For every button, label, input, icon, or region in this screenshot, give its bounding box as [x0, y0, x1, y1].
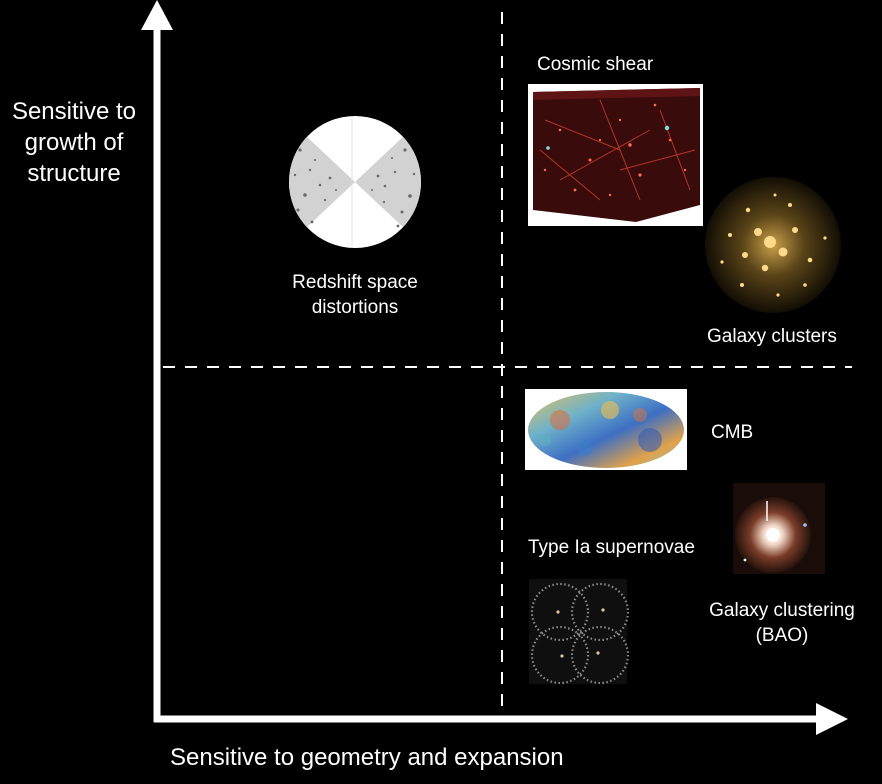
- x-axis-arrowhead: [816, 703, 848, 735]
- galaxy-cluster-icon: [705, 177, 841, 313]
- rsd-label-line-2: distortions: [255, 295, 455, 320]
- cosmic-web-box-icon: [528, 84, 703, 226]
- bao-rings-icon: [529, 579, 628, 684]
- y-axis-label-line-2: growth of: [0, 127, 148, 158]
- rsd-wedge-icon: [289, 116, 421, 248]
- y-axis-label-line-1: Sensitive to: [0, 96, 148, 127]
- galaxy-clusters-label: Galaxy clusters: [707, 324, 837, 349]
- rsd-label-line-1: Redshift space: [255, 270, 455, 295]
- y-axis-label-line-3: structure: [0, 158, 148, 189]
- supernovae-label: Type Ia supernovae: [528, 535, 695, 560]
- cosmic-shear-label: Cosmic shear: [537, 52, 653, 77]
- cmb-map-icon: [525, 389, 687, 470]
- bao-label-line-1: Galaxy clustering: [692, 598, 872, 623]
- rsd-label: Redshift space distortions: [255, 270, 455, 320]
- y-axis-label: Sensitive to growth of structure: [0, 96, 148, 189]
- bao-label-line-2: (BAO): [692, 623, 872, 648]
- supernova-icon: [733, 483, 825, 574]
- x-axis-label: Sensitive to geometry and expansion: [170, 742, 564, 773]
- y-axis-arrowhead: [141, 0, 173, 30]
- cmb-label: CMB: [711, 420, 753, 445]
- bao-label: Galaxy clustering (BAO): [692, 598, 872, 648]
